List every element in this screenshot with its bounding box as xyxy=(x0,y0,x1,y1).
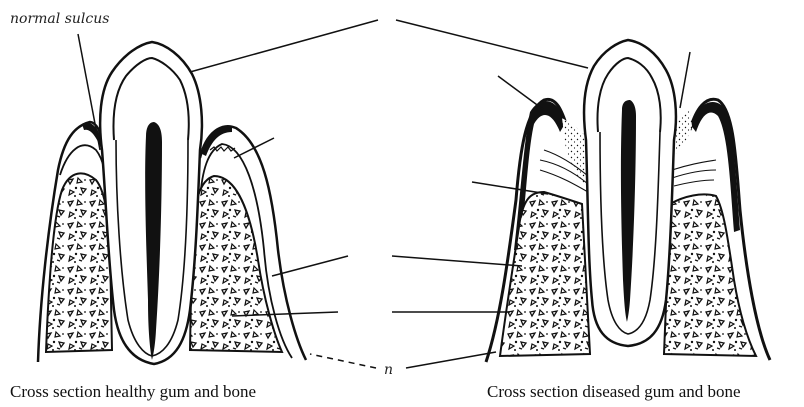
diseased-caption: Cross section diseased gum and bone xyxy=(487,382,741,402)
n-marker-label: n xyxy=(384,362,393,378)
normal-sulcus-label: normal sulcus xyxy=(10,11,109,27)
diseased-tooth-figure xyxy=(486,40,770,362)
healthy-bone-left xyxy=(46,173,112,352)
healthy-tooth-figure xyxy=(38,42,306,364)
healthy-caption: Cross section healthy gum and bone xyxy=(10,382,256,402)
healthy-bone-right xyxy=(190,176,282,352)
